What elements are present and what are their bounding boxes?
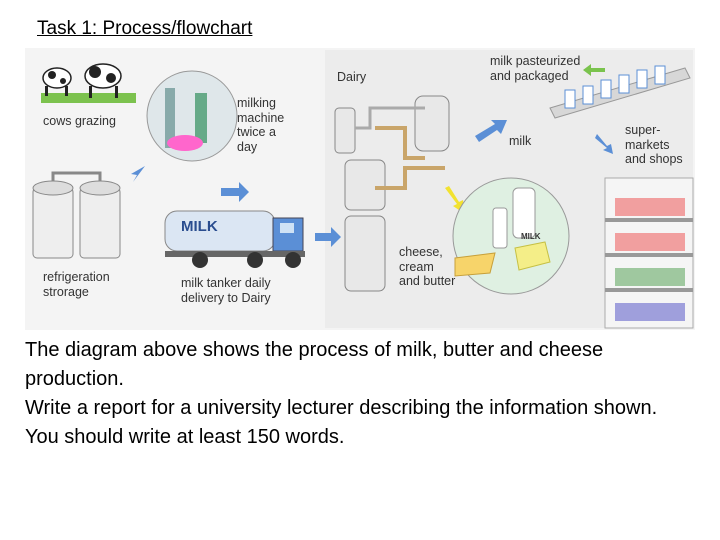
tanker-sign: MILK: [181, 218, 218, 235]
supermarket-shelf-icon: [604, 177, 694, 329]
udder-icon: [167, 135, 203, 151]
label-milk: milk: [509, 134, 532, 148]
label-cows-grazing: cows grazing: [43, 114, 116, 128]
cheese-icon: [454, 252, 496, 277]
label-refrigeration-storage: refrigeration strorage: [43, 270, 110, 299]
task-title: Task 1: Process/flowchart: [37, 18, 253, 39]
arrow-icon: [583, 64, 605, 76]
milk-bottle-icon: [492, 207, 508, 249]
milk-tanker-icon: [164, 210, 305, 268]
products-scene: [452, 177, 570, 295]
cow-icon: [42, 67, 72, 96]
arrow-icon: [315, 227, 341, 247]
grass: [41, 93, 136, 103]
arrow-icon: [131, 166, 145, 182]
refrigeration-tank-icon: [32, 171, 121, 259]
description-line-3: You should write at least 150 words.: [25, 426, 345, 448]
arrow-icon: [595, 134, 613, 154]
milk-jug-icon: [512, 187, 536, 239]
label-cheese-cream-butter: cheese, cream and butter: [399, 245, 456, 288]
description-line-1: The diagram above shows the process of m…: [25, 339, 604, 390]
arrow-icon: [445, 186, 465, 214]
label-milk-tanker: milk tanker daily delivery to Dairy: [181, 276, 271, 305]
label-milking-machine: milking machine twice a day: [237, 96, 285, 154]
milking-machine-icon: [165, 88, 175, 148]
milk-process-diagram: cows grazing milking machine twice a day…: [25, 48, 695, 330]
label-dairy: Dairy: [337, 70, 367, 84]
butter-pack-label: MILK: [521, 232, 541, 241]
task-description: The diagram above shows the process of m…: [25, 336, 695, 452]
milk-bottles-icon: [549, 65, 691, 119]
butter-icon: [514, 241, 551, 271]
description-line-2: Write a report for a university lecturer…: [25, 397, 658, 419]
arrow-icon: [475, 120, 507, 142]
label-milk-pasteurized: milk pasteurized and packaged: [490, 54, 581, 83]
dairy-tanks-icon: [334, 95, 450, 292]
arrow-icon: [221, 182, 249, 202]
cow-icon: [84, 63, 122, 98]
diagram-illustration: [25, 48, 695, 330]
label-supermarkets: super- markets and shops: [625, 123, 683, 166]
